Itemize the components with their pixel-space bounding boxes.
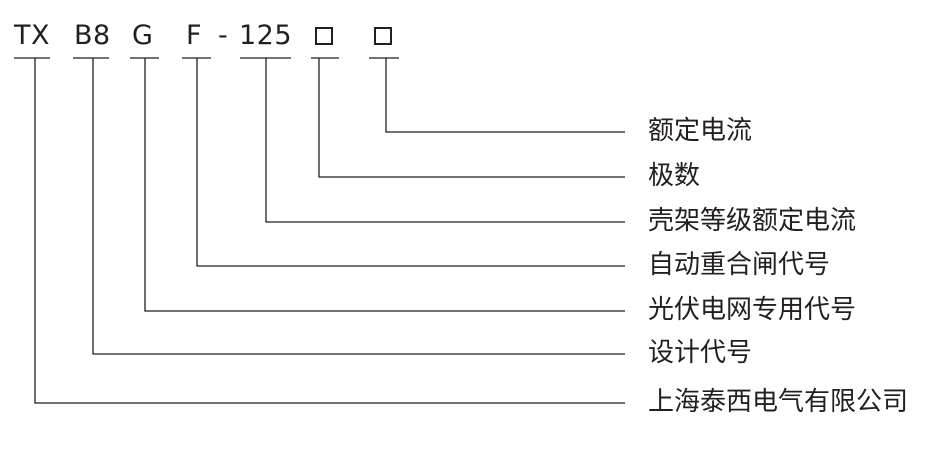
label-pv-grid-code: 光伏电网专用代号 bbox=[648, 295, 857, 325]
leader-125 bbox=[265, 58, 625, 223]
leader-g bbox=[144, 58, 625, 312]
code-segment-125: 125 bbox=[239, 20, 293, 51]
code-segment-box1: □ bbox=[315, 27, 333, 45]
label-design-code: 设计代号 bbox=[648, 338, 753, 368]
label-frame-rated-current: 壳架等级额定电流 bbox=[648, 206, 857, 236]
code-segment-dash: - bbox=[218, 20, 229, 51]
leader-tx bbox=[34, 58, 625, 404]
label-company: 上海泰西电气有限公司 bbox=[648, 387, 909, 417]
leader-f bbox=[196, 58, 625, 267]
code-segment-tx: TX bbox=[14, 20, 50, 51]
leader-box1 bbox=[318, 58, 625, 178]
leader-b8 bbox=[92, 58, 625, 355]
code-segment-f: F bbox=[186, 20, 203, 51]
label-poles: 极数 bbox=[648, 161, 701, 191]
label-rated-current: 额定电流 bbox=[648, 116, 753, 146]
code-segment-box2: □ bbox=[374, 27, 392, 45]
code-segment-b8: B8 bbox=[74, 20, 111, 51]
leader-box2 bbox=[385, 58, 625, 133]
code-segment-g: G bbox=[132, 20, 154, 51]
label-auto-reclose-code: 自动重合闸代号 bbox=[648, 250, 831, 280]
